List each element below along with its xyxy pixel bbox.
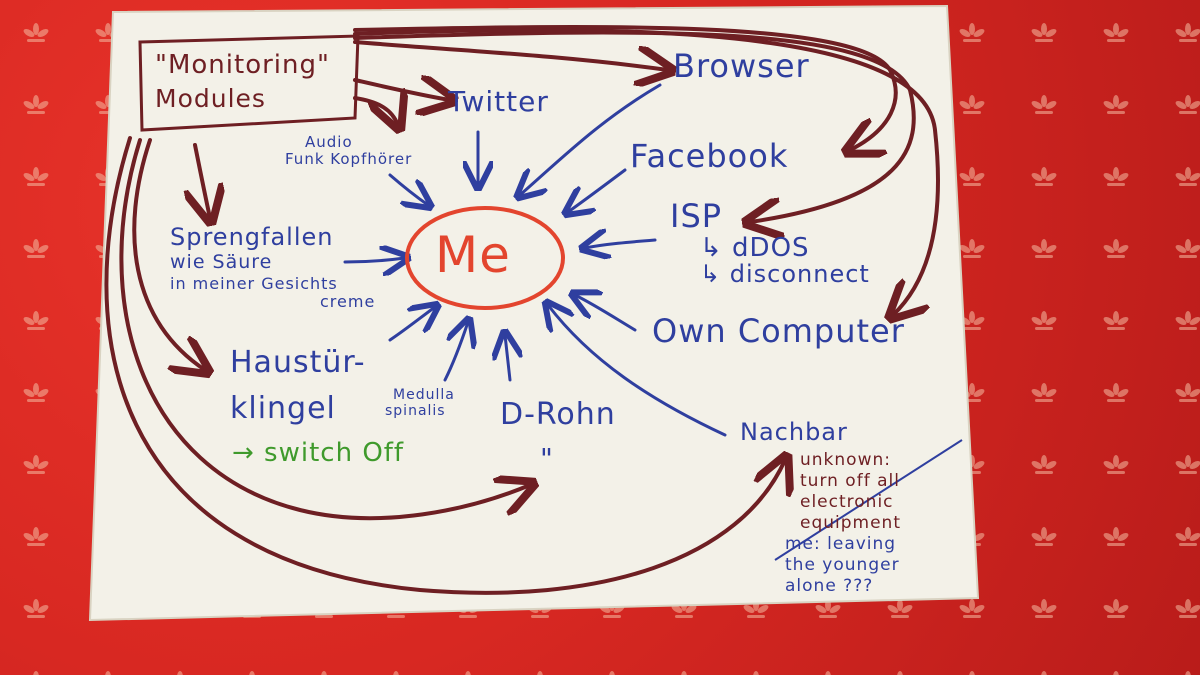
me-node: Me	[435, 226, 511, 284]
drohn-ditto: "	[540, 442, 554, 475]
note-line7: alone ???	[785, 576, 874, 596]
medulla-line1: Medulla	[393, 387, 455, 403]
medulla-line2: spinalis	[385, 403, 446, 419]
medulla-node: Medulla spinalis	[385, 388, 455, 418]
arrow-modules-to-nachbar	[104, 136, 785, 595]
monitoring-modules-box	[138, 34, 360, 132]
arrow-drohn-to-me	[505, 335, 510, 382]
arrow-modules-to-haustuer	[132, 138, 205, 370]
own-computer-node: Own Computer	[652, 312, 905, 350]
browser-node: Browser	[673, 47, 810, 85]
arrow-modules-to-drohn	[119, 138, 530, 521]
arrow-modules-to-facebook	[353, 24, 898, 150]
audio-line2: Funk Kopfhörer	[285, 150, 413, 168]
arrow-modules-to-computer	[353, 27, 941, 315]
haustuer-line1: Haustür-	[230, 345, 366, 380]
me-circle	[405, 206, 565, 310]
note-line3: electronic	[800, 492, 894, 512]
haustuer-line2: klingel	[230, 391, 336, 426]
monitoring-modules-label: "Monitoring" Modules	[155, 52, 330, 111]
arrow-modules-to-twitter	[353, 80, 450, 100]
note-line6: the younger	[785, 555, 900, 575]
arrow-facebook-to-me	[568, 168, 627, 212]
arrow-spreng-to-me	[343, 258, 405, 262]
isp-ddos: ↳ dDOS	[700, 233, 810, 263]
arrow-browser-to-me	[520, 83, 662, 195]
switch-off-label: → switch Off	[232, 438, 405, 468]
modules-line: Modules	[155, 84, 266, 113]
twitter-node: Twitter	[448, 85, 549, 118]
arrow-modules-to-browser	[353, 40, 668, 70]
unknown-note: unknown: turn off all electronic equipme…	[785, 450, 901, 597]
arrow-creme-to-me	[388, 307, 435, 342]
spreng-line1: Sprengfallen	[170, 223, 334, 251]
note-line5: me: leaving	[785, 534, 897, 554]
isp-disconnect: ↳ disconnect	[700, 260, 870, 288]
isp-node: ISP	[670, 197, 723, 235]
note-line1: unknown:	[800, 450, 891, 470]
arrow-modules-to-audio	[353, 98, 398, 125]
note-line2: turn off all	[800, 471, 900, 491]
arrow-modules-to-isp	[353, 30, 916, 222]
facebook-node: Facebook	[630, 137, 789, 175]
sprengfallen-node: Sprengfallen wie Säure in meiner Gesicht…	[170, 225, 375, 310]
audio-line1: Audio	[305, 133, 353, 151]
drohn-node: D-Rohn	[500, 397, 616, 432]
arrow-modules-to-sprengfallen	[195, 143, 210, 218]
arrow-audio-to-me	[388, 173, 428, 205]
arrow-computer-to-me	[575, 295, 637, 332]
arrow-isp-to-me	[585, 240, 657, 248]
haustuer-node: Haustür- klingel	[230, 348, 366, 424]
arrow-nachbar-to-me	[548, 305, 727, 437]
spreng-line4: creme	[320, 292, 376, 311]
audio-node: Audio Funk Kopfhörer	[285, 135, 412, 167]
nachbar-node: Nachbar	[740, 418, 848, 446]
note-line4: equipment	[800, 513, 901, 533]
arrow-medulla-to-me	[443, 322, 468, 382]
spreng-line3: in meiner Gesichts	[170, 274, 338, 293]
monitoring-line: "Monitoring"	[155, 50, 330, 80]
note-strike-line	[774, 439, 963, 561]
spreng-line2: wie Säure	[170, 251, 273, 273]
